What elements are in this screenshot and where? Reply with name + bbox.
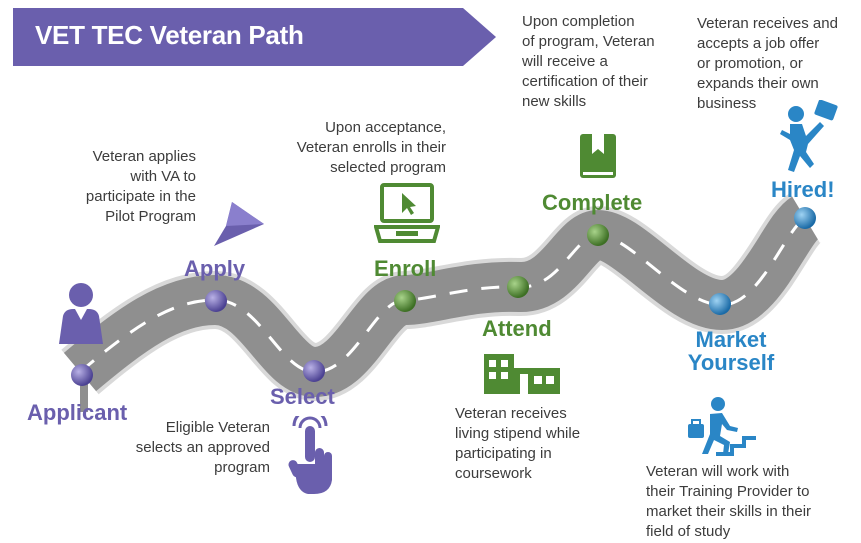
- hired-description: Veteran receives and accepts a job offer…: [697, 15, 838, 112]
- laptop-icon: [373, 183, 441, 250]
- enroll-description: Upon acceptance, Veteran enrolls in thei…: [296, 119, 446, 176]
- stage-label-attend: Attend: [482, 316, 552, 341]
- applicant-dot: [71, 364, 93, 386]
- title-banner: VET TEC Veteran Path: [13, 8, 496, 66]
- complete-dot: [587, 224, 609, 246]
- certificate-book-icon: [578, 132, 618, 185]
- page-title: VET TEC Veteran Path: [35, 20, 304, 50]
- attend-description: Veteran receives living stipend while pa…: [455, 405, 581, 482]
- stage-label-applicant: Applicant: [27, 400, 128, 425]
- market-description: Veteran will work with their Training Pr…: [646, 463, 812, 540]
- stage-label-select: Select: [270, 384, 335, 409]
- attend-dot: [507, 276, 529, 298]
- stage-label-apply: Apply: [184, 256, 246, 281]
- hired-dot: [794, 207, 816, 229]
- stage-label-hired: Hired!: [771, 177, 835, 202]
- stage-label-complete: Complete: [542, 190, 643, 215]
- complete-description: Upon completion of program, Veteran will…: [522, 13, 655, 110]
- pointing-hand-icon: [284, 408, 340, 501]
- select-dot: [303, 360, 325, 382]
- stage-label-market: Market Yourself: [687, 327, 775, 376]
- banner-arrow-shape: [13, 8, 496, 66]
- building-icon: [482, 352, 562, 401]
- enroll-dot: [394, 290, 416, 312]
- select-description: Eligible Veteran selects an approved pro…: [135, 419, 270, 476]
- apply-dot: [205, 290, 227, 312]
- climbing-stairs-icon: [686, 396, 758, 461]
- market-dot: [709, 293, 731, 315]
- stage-label-enroll: Enroll: [374, 256, 437, 281]
- apply-description: Veteran applies with VA to participate i…: [85, 148, 196, 225]
- paper-plane-icon: [210, 202, 266, 251]
- celebrating-person-icon: [776, 99, 842, 181]
- person-icon: [55, 282, 107, 357]
